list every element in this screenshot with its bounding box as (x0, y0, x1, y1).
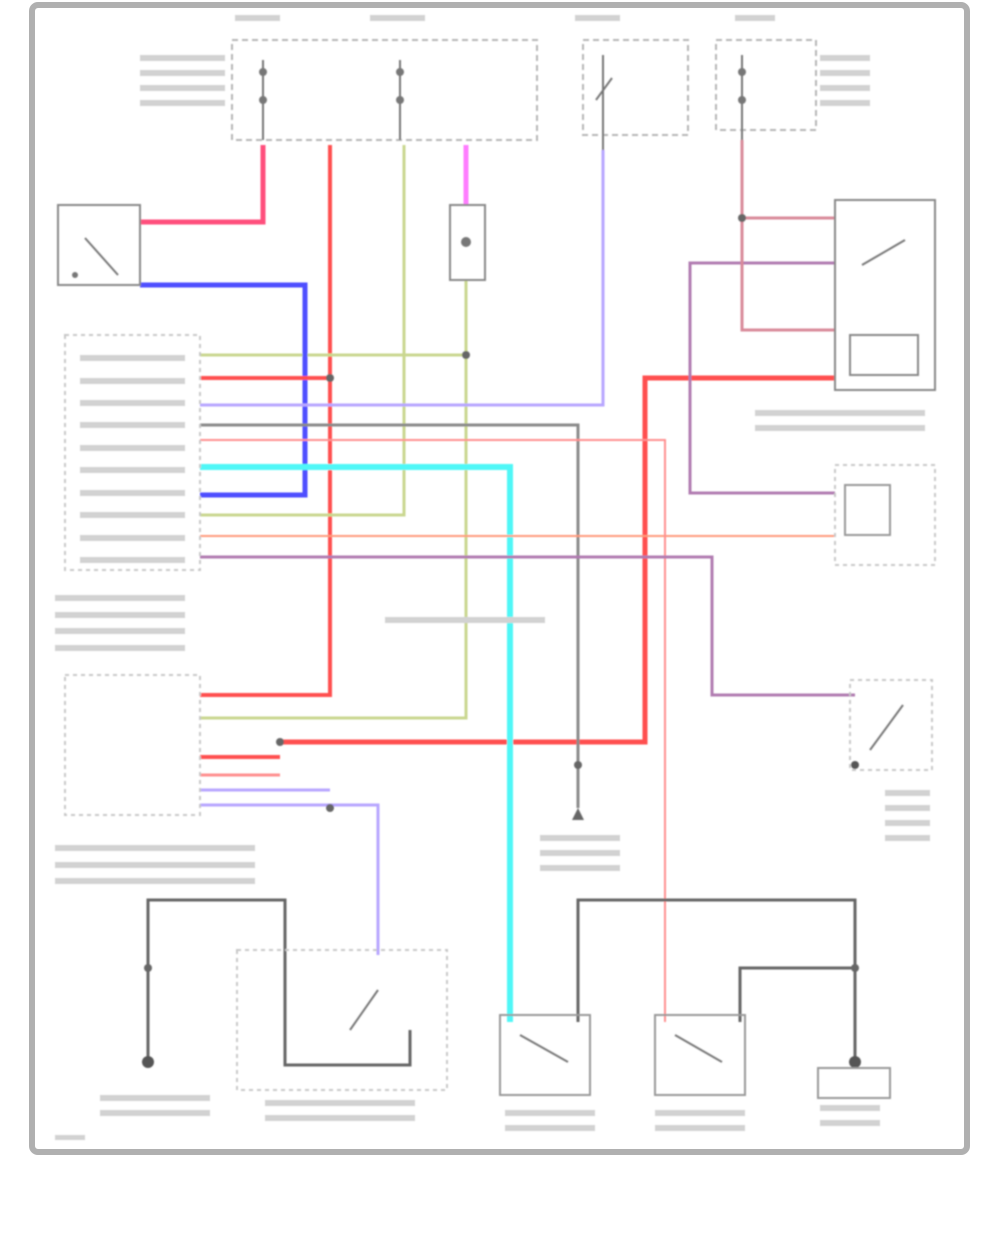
ground-mid (572, 808, 584, 820)
wire-lavender-2 (200, 803, 380, 955)
wire-cyan (200, 464, 513, 1022)
switch-box-bottom-center (236, 949, 448, 1091)
wire-yellow-green-1 (200, 145, 406, 517)
switch-bottom-2 (654, 1014, 746, 1096)
wire-gray-bottom-switch (283, 955, 412, 1067)
illegible-label-bars (55, 15, 930, 1140)
diagram-frame (29, 2, 970, 1155)
motor-bottom-right (817, 1067, 891, 1099)
switch-bottom-1 (499, 1014, 591, 1096)
fuse-1 (259, 60, 267, 140)
fuse-4 (738, 55, 746, 140)
wire-salmon-right (740, 140, 835, 332)
fuse-block-3 (715, 39, 817, 131)
wire-gray-bottom-right-2 (738, 966, 855, 1022)
wire-red-right (280, 375, 835, 745)
fuse-3 (595, 55, 613, 150)
wire-yellow-green-2 (200, 280, 468, 720)
splice-dots (144, 214, 859, 972)
wire-gray-bottom-left (146, 898, 287, 1060)
wire-light-red (200, 439, 666, 1022)
control-unit-connector-1 (64, 334, 201, 571)
wire-gray (200, 423, 580, 808)
component-mid-top (449, 204, 486, 281)
wire-purple-right (688, 261, 835, 495)
connector-right (834, 464, 936, 566)
wire-red-vertical (200, 145, 332, 697)
switch-right-lower (849, 679, 933, 771)
wire-gray-bottom-right (576, 898, 857, 1060)
fuse-block-1 (231, 39, 538, 141)
fuse-block-2 (582, 39, 689, 136)
wire-pink-top (140, 145, 266, 225)
control-unit-connector-2 (64, 674, 201, 816)
wire-violet-top (200, 150, 605, 407)
ground-bottom-right (849, 1056, 861, 1068)
switch-top-left (57, 204, 141, 286)
wire-purple (200, 555, 855, 697)
relay-right (834, 199, 936, 391)
wire-blue (140, 282, 308, 498)
fuse-2 (396, 60, 404, 140)
ground-bottom-left (142, 1056, 154, 1068)
